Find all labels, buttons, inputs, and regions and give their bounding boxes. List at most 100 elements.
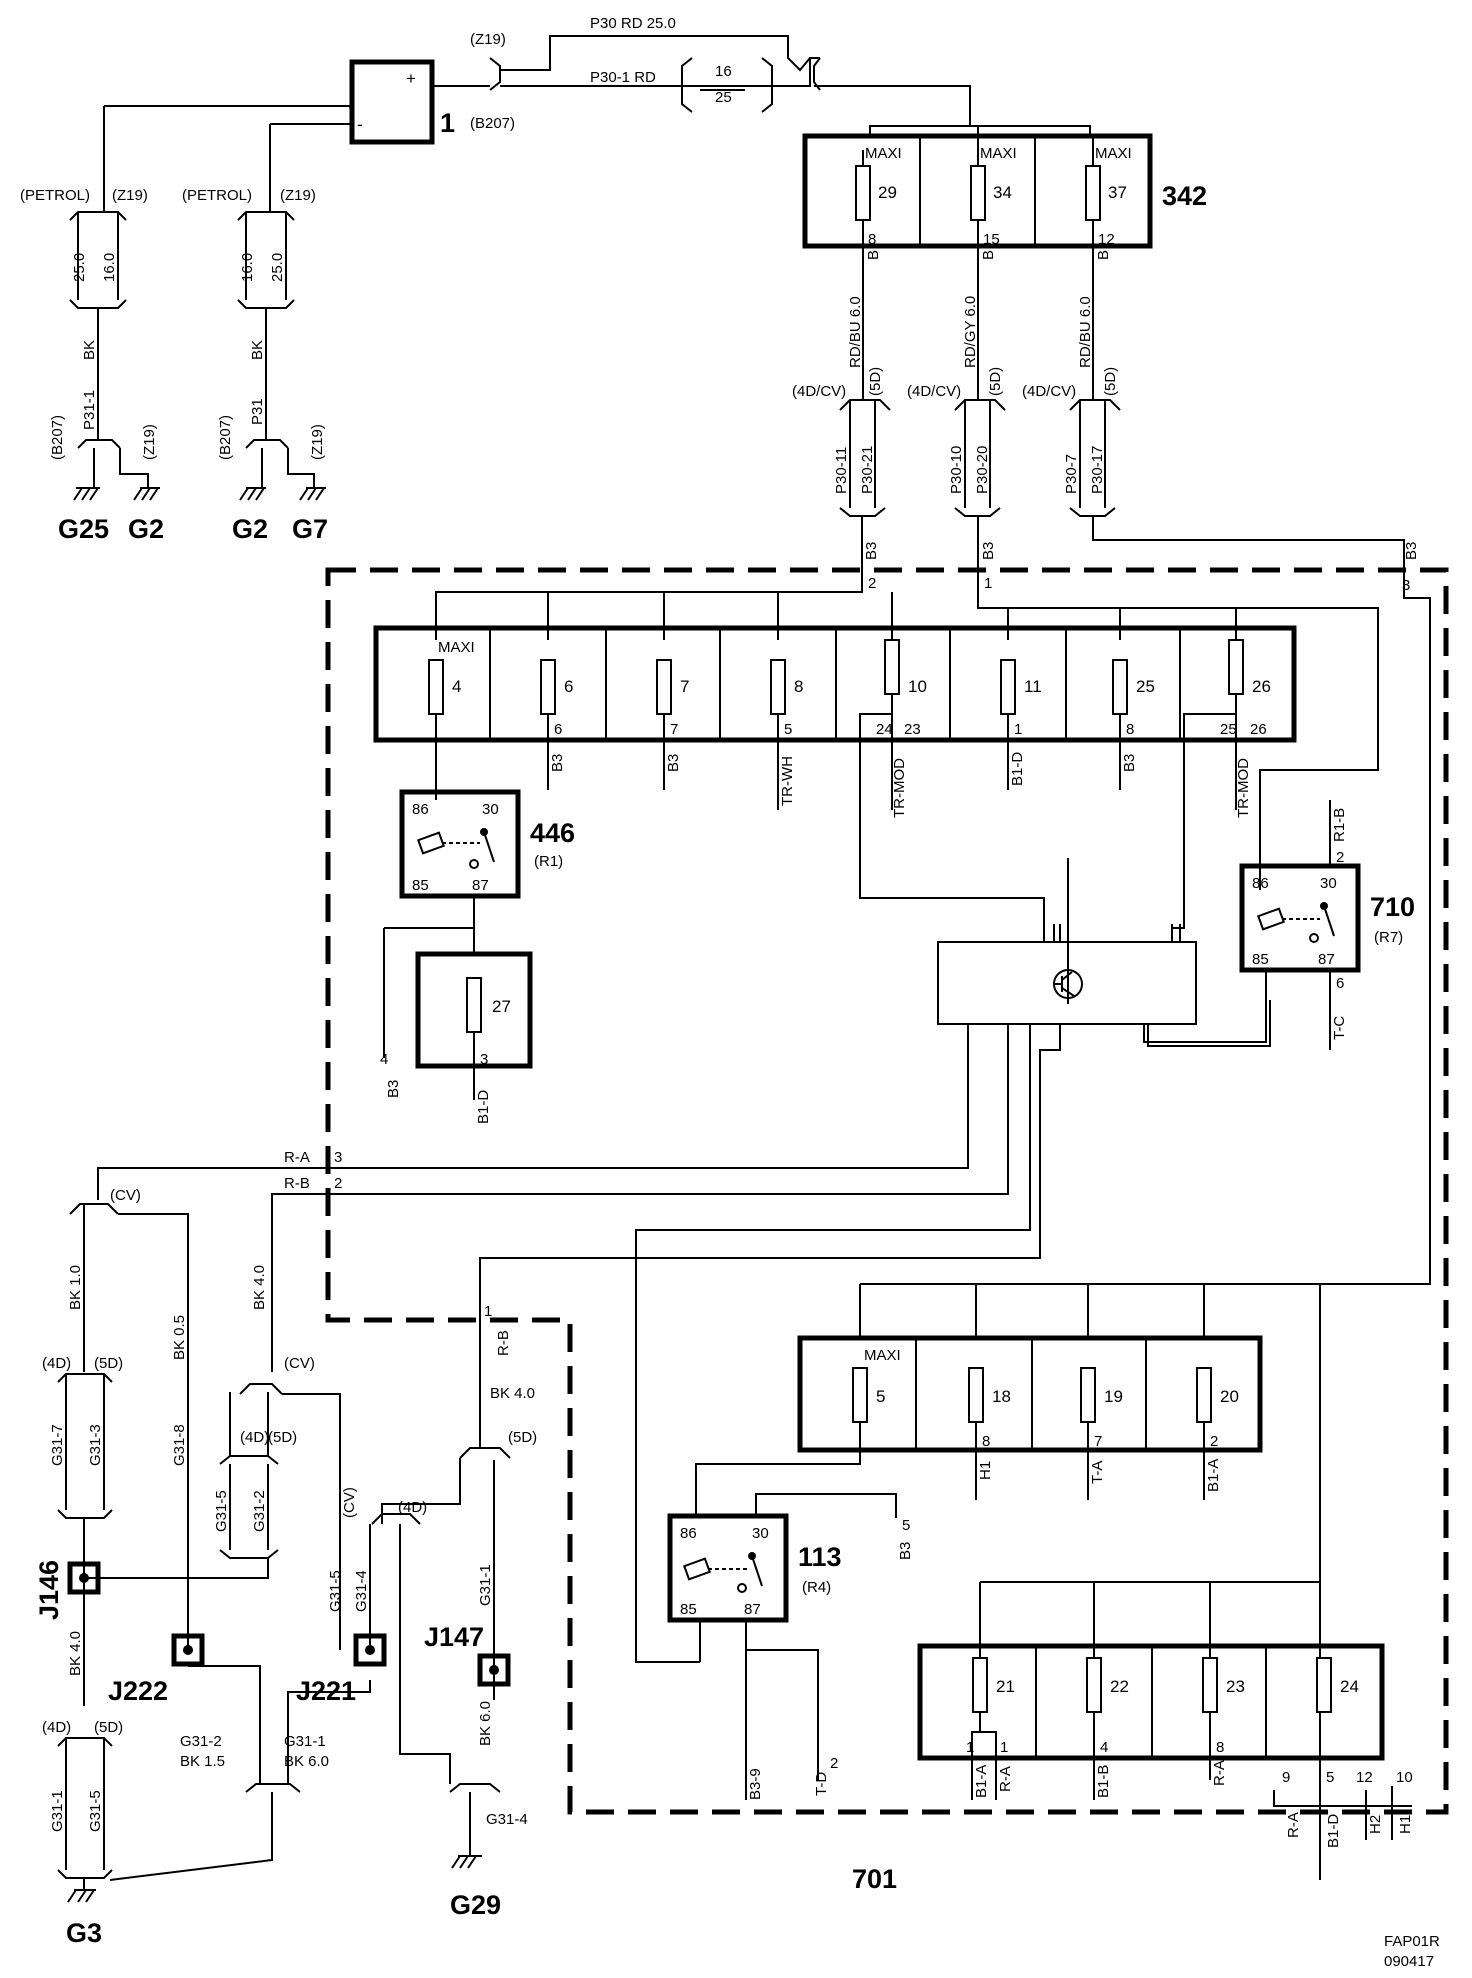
fuse-21-pin2: 1 — [1000, 1739, 1008, 1756]
battery-z19: (Z19) — [470, 31, 506, 48]
relay-710-p30: 30 — [1320, 875, 1337, 892]
fusebox-342-id: 342 — [1162, 181, 1207, 211]
fuse-27: 27 3 B1-D 4 B3 — [380, 951, 533, 1124]
fuse-24: 24 5 B1-D — [1316, 1657, 1359, 1848]
left-harness: (CV) BK 1.0 BK 0.5 (4D) (5D) G31-7 G31-3… — [42, 1187, 528, 1903]
relay-710-sub: (R7) — [1374, 929, 1403, 946]
relay-113-p85: 85 — [680, 1601, 697, 1618]
relay-113-p86: 86 — [680, 1525, 697, 1542]
relay-113-b3: B3 — [897, 1542, 914, 1560]
b3-label-1: B3 — [863, 542, 880, 560]
fuse-29-conn: B — [865, 250, 882, 260]
fuse-34-wire: RD/GY 6.0 — [962, 296, 979, 368]
relay-113-b3pin: 5 — [902, 1517, 910, 1534]
gr-w1: 16.0 — [239, 253, 256, 282]
lh-cv1: (CV) — [110, 1187, 141, 1204]
fusebox-342: 342 MAXI 29 8 B RD/BU 6.0 MAXI 34 15 B R… — [802, 126, 1207, 400]
fuse-26-pin: 25 — [1220, 721, 1237, 738]
lh-d5b: (5D) — [268, 1429, 297, 1446]
pin-h2: H2 — [1367, 1815, 1384, 1834]
fuse-21-wire: B1-A — [973, 1765, 990, 1798]
fuse-23-wire: R-A — [1211, 1760, 1228, 1786]
relay-113-id: 113 — [798, 1542, 842, 1572]
relay-446: 86 30 85 87 446 (R1) — [383, 789, 1069, 1058]
relay-446-id: 446 — [530, 818, 575, 848]
fuse-37-maxi: MAXI — [1095, 145, 1132, 162]
fuse-23-num: 23 — [1226, 1677, 1245, 1696]
fuse-23: 23 8 R-A — [1202, 1657, 1245, 1786]
fuse-37-conn: B — [1095, 250, 1112, 260]
rb2-label: R-B — [495, 1330, 512, 1356]
b3-label-3: B3 — [1403, 542, 1420, 560]
lh-g314b: G31-4 — [486, 1811, 528, 1828]
junctions: J146 J222 J221 J147 — [34, 1560, 511, 1706]
fuse-26-num: 26 — [1252, 677, 1271, 696]
fuse-26-pin2: 26 — [1250, 721, 1267, 738]
lh-g312: G31-2 — [251, 1490, 268, 1532]
fuse-24-wire: B1-D — [1325, 1814, 1342, 1848]
fuse-10-wire: TR-MOD — [891, 758, 908, 818]
gl-z19b: (Z19) — [141, 424, 158, 460]
footer-date: 090417 — [1384, 1953, 1434, 1970]
fuse-23-pin: 8 — [1216, 1739, 1224, 1756]
ground-harness-left: (PETROL) (Z19) 25.0 16.0 BK P31-1 (B207)… — [20, 187, 164, 544]
fuse-29-pin: 8 — [868, 231, 876, 248]
ra-pin: 3 — [334, 1149, 342, 1166]
gl-b207: (B207) — [49, 415, 66, 460]
c29-w4d: P30-11 — [833, 447, 850, 494]
lh-g312b: G31-2 — [180, 1733, 222, 1750]
gr-g7: G7 — [292, 514, 328, 544]
ground-g3: G3 — [66, 1918, 102, 1948]
fuse-18: 18 8 H1 — [968, 1367, 1011, 1500]
fuse-27-pin4: 4 — [380, 1051, 388, 1068]
fuse-22: 22 4 B1-B — [1086, 1657, 1129, 1800]
b3-pin-3: 3 — [1402, 577, 1410, 594]
fuse-7-wire: B3 — [665, 754, 682, 772]
fuse-29-maxi: MAXI — [865, 145, 902, 162]
fuse-34-conn: B — [980, 250, 997, 260]
gr-wire: P31 — [249, 398, 266, 425]
gr-w2: 25.0 — [269, 253, 286, 282]
relay-710-bot: T-C — [1331, 1016, 1348, 1040]
wire-p30: P30 RD 25.0 — [590, 15, 676, 32]
lh-bk05: BK 0.5 — [171, 1315, 188, 1360]
fuse-row-1 — [373, 625, 1297, 743]
lh-bk60: BK 6.0 — [284, 1753, 329, 1770]
c37-w4d: P30-7 — [1063, 454, 1080, 494]
lh-bk10: BK 1.0 — [67, 1265, 84, 1310]
control-module — [334, 924, 1271, 1663]
fuse-29-num: 29 — [878, 183, 897, 202]
fuse-8-pin: 5 — [784, 721, 792, 738]
bottom-right-pins: 9 12 10 R-A H2 H1 — [1273, 1769, 1414, 1840]
junction-j221-box — [353, 1633, 387, 1667]
lh-d5: (5D) — [94, 1355, 123, 1372]
fuse-27-b3: B3 — [385, 1080, 402, 1098]
b3-pin-2: 1 — [984, 575, 992, 592]
fuse-8: 8 5 TR-WH — [770, 659, 803, 810]
b3-pin-1: 2 — [868, 575, 876, 592]
gr-g2: G2 — [232, 514, 268, 544]
c37-5d: (5D) — [1102, 367, 1119, 396]
fuse-10-pin: 24 — [876, 721, 893, 738]
relay-113-td: T-D — [813, 1772, 830, 1796]
lh-g315: G31-5 — [213, 1490, 230, 1532]
pin-h1: H1 — [1397, 1815, 1414, 1834]
ra-label: R-A — [284, 1149, 310, 1166]
relay-710-id: 710 — [1370, 892, 1415, 922]
wire-25: 25 — [715, 89, 732, 106]
battery-id: 1 — [440, 108, 455, 138]
fuse-5: MAXI 5 — [695, 1347, 901, 1516]
pin-ra: R-A — [1285, 1812, 1302, 1838]
fuse-27-pin: 3 — [480, 1051, 488, 1068]
ground-harness-right: (PETROL) (Z19) 16.0 25.0 P31 BK (B207) (… — [182, 187, 328, 544]
junction-j147-box — [477, 1653, 511, 1687]
j222-label: J222 — [108, 1676, 168, 1706]
fuse-29-wire: RD/BU 6.0 — [847, 296, 864, 368]
lh-g315b: G31-5 — [327, 1570, 344, 1612]
fuse-34: MAXI 34 15 B RD/GY 6.0 — [962, 126, 1017, 400]
fuse-37: MAXI 37 12 B RD/BU 6.0 — [1077, 136, 1132, 400]
gl-g2: G2 — [128, 514, 164, 544]
j221-label: J221 — [296, 1676, 356, 1706]
fuse-7-num: 7 — [680, 677, 689, 696]
c34-w4d: P30-10 — [948, 446, 965, 494]
